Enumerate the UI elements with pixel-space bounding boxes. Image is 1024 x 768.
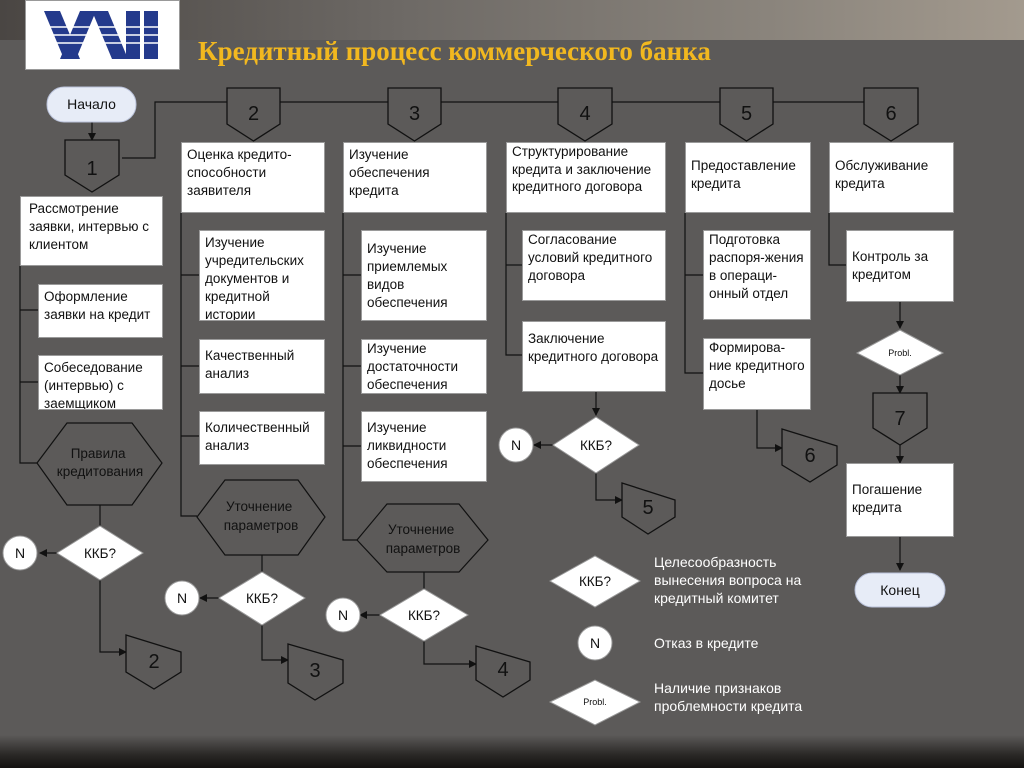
- refine-params-3-hexagon: [356, 503, 489, 573]
- connector-7-label: 7: [894, 408, 905, 430]
- refusal-circle-2: [164, 580, 200, 616]
- connector-3-bottom-label: 3: [309, 660, 320, 682]
- connector-7: [872, 392, 928, 446]
- refine-params-2-hexagon: [196, 479, 326, 556]
- legend-kkb-label: ККБ?: [579, 574, 611, 589]
- connector-4-top-label: 4: [579, 103, 590, 125]
- connector-6-bottom: [781, 428, 838, 483]
- connector-3-top-label: 3: [409, 103, 420, 125]
- kkb-decision-1: [56, 525, 144, 581]
- connector-5-bottom: [621, 482, 676, 535]
- stage-3-box: Изучение обеспечения кредита: [343, 142, 487, 213]
- connector-1-label: 1: [86, 158, 97, 180]
- university-logo: [25, 0, 180, 70]
- connector-1: [64, 139, 120, 193]
- legend-probl-label: Probl.: [583, 697, 607, 707]
- refine-params-2-label: Уточнение параметров: [224, 499, 299, 533]
- legend-kkb-diamond: [548, 555, 642, 608]
- rules-label: Правила кредитования: [57, 446, 143, 479]
- step-sign-contract-box: Заключение кредитного договора: [522, 321, 666, 392]
- connector-4-bottom: [475, 645, 531, 698]
- connector-4-bottom-label: 4: [497, 659, 508, 681]
- legend-refusal-label: N: [590, 635, 600, 651]
- connector-6-top: [863, 87, 919, 142]
- connector-5-top: [719, 87, 774, 142]
- refusal-circle-4: [498, 427, 534, 463]
- end-label: Конец: [880, 582, 919, 598]
- bottom-band: [0, 735, 1024, 768]
- step-collateral-liquidity-box: Изучение ликвидности обеспечения: [361, 411, 487, 482]
- connector-2-bottom-label: 2: [148, 651, 159, 673]
- legend-probl-text: Наличие признаков проблемности кредита: [654, 680, 803, 714]
- page-title: Кредитный процесс коммерческого банка: [198, 36, 711, 66]
- stage-6-box: Обслуживание кредита: [829, 142, 954, 213]
- connector-4-top: [557, 87, 613, 142]
- refine-params-3-label: Уточнение параметров: [386, 522, 461, 556]
- step-repayment-box: Погашение кредита: [846, 463, 954, 537]
- legend-probl-diamond: [548, 679, 642, 726]
- step-credit-file-box: Формирова-ние кредитного досье: [703, 338, 811, 410]
- refusal-circle-1-label: N: [15, 545, 25, 561]
- legend-refusal-text: Отказ в кредите: [654, 635, 759, 651]
- step-collateral-types-box: Изучение приемлемых видов обеспечения: [361, 230, 487, 321]
- connector-5-bottom-label: 5: [642, 497, 653, 519]
- step-disposition-box: Подготовка распоря-жения в операци-онный…: [703, 230, 811, 320]
- end-terminal: [854, 572, 946, 608]
- kkb-decision-2-label: ККБ?: [246, 591, 278, 606]
- step-interview-box: Собеседование (интервью) с заемщиком: [38, 355, 163, 410]
- stage-2-box: Оценка кредито-способности заявителя: [181, 142, 325, 213]
- start-terminal: [46, 86, 137, 123]
- refusal-circle-2-label: N: [177, 590, 187, 606]
- connector-3-bottom: [287, 643, 344, 701]
- refusal-circle-3: [325, 597, 361, 633]
- kkb-decision-3-label: ККБ?: [408, 608, 440, 623]
- step-application-box: Оформление заявки на кредит: [38, 284, 163, 338]
- kkb-decision-2: [218, 571, 306, 626]
- step-collateral-sufficiency-box: Изучение достаточности обеспечения: [361, 339, 487, 394]
- start-label: Начало: [67, 96, 116, 112]
- kkb-decision-3: [379, 588, 469, 642]
- connector-5-top-label: 5: [741, 103, 752, 125]
- connector-2-top-label: 2: [248, 103, 259, 125]
- connector-6-top-label: 6: [885, 103, 896, 125]
- step-qualitative-box: Качественный анализ: [199, 339, 325, 394]
- rules-hexagon: [36, 422, 163, 506]
- stage-1-box: Рассмотрение заявки, интервью с клиентом: [20, 196, 163, 266]
- connector-3-top: [387, 87, 442, 142]
- connector-2-bottom: [125, 634, 182, 690]
- kkb-decision-4-label: ККБ?: [580, 438, 612, 453]
- refusal-circle-1: [2, 535, 38, 571]
- kkb-decision-4: [552, 416, 640, 474]
- connector-2-top: [226, 87, 281, 142]
- probl-decision-label: Probl.: [888, 348, 912, 358]
- kkb-decision-1-label: ККБ?: [84, 546, 116, 561]
- step-agree-terms-box: Согласование условий кредитного договора: [522, 230, 666, 301]
- connector-6-bottom-label: 6: [804, 445, 815, 467]
- step-documents-box: Изучение учредительских документов и кре…: [199, 230, 325, 321]
- stage-4-box: Структурирование кредита и заключение кр…: [506, 142, 666, 213]
- refusal-circle-4-label: N: [511, 437, 521, 453]
- step-monitoring-box: Контроль за кредитом: [846, 230, 954, 302]
- legend-kkb-text: Целесообразность вынесения вопроса на кр…: [654, 554, 802, 606]
- legend-refusal-circle: [577, 625, 613, 661]
- step-quantitative-box: Количественный анализ: [199, 411, 325, 465]
- stage-5-box: Предоставление кредита: [685, 142, 811, 213]
- refusal-circle-3-label: N: [338, 607, 348, 623]
- probl-decision: [855, 329, 945, 376]
- logo-icon: [36, 11, 166, 59]
